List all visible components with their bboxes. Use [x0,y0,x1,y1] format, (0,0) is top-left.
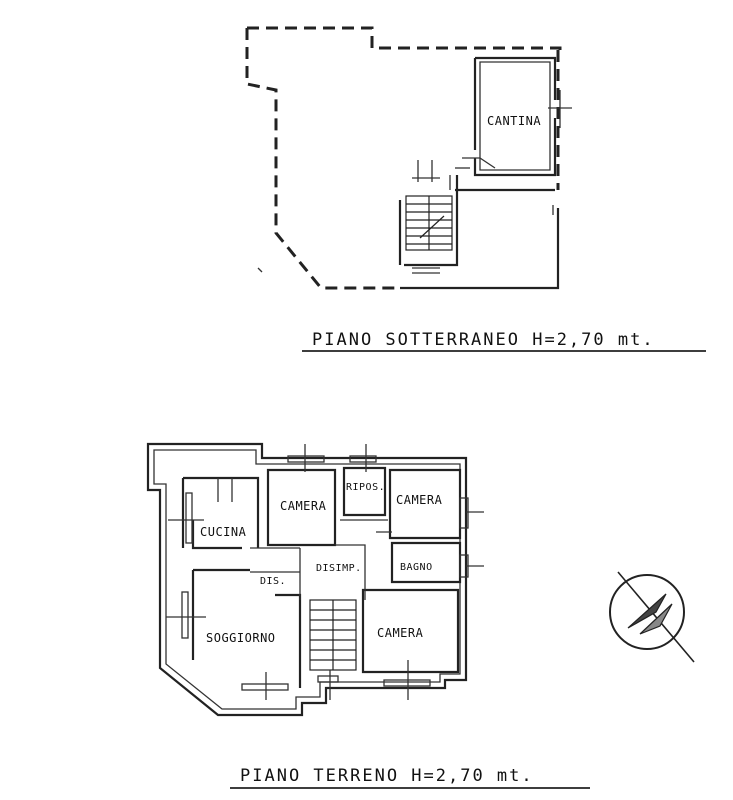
riposo-label: RIPOS. [346,482,385,493]
bagno-walls [390,541,462,584]
dis-label: DIS. [260,576,286,587]
bagno-label: BAGNO [400,562,433,573]
camera-bottom-walls [361,588,460,674]
soggiorno-walls [191,568,302,688]
cucina-walls [181,476,260,550]
cucina-label: CUCINA [200,525,247,539]
camera-right-walls [388,468,462,540]
cantina-label: CANTINA [487,114,541,128]
disimp-label: DISIMP. [316,563,362,574]
ground-outer-wall [146,442,468,717]
basement-dashed-left [245,28,400,290]
basement-plan: CANTINA PIANO SOTTERRANEO H=2,70 mt. [245,26,706,352]
basement-stair-block [398,160,560,290]
ground-title: PIANO TERRENO H=2,70 mt. [240,766,534,786]
cantina-room [462,56,572,177]
camera-bottom-label: CAMERA [377,626,424,640]
basement-title: PIANO SOTTERRANEO H=2,70 mt. [312,330,655,350]
ground-stair [309,599,357,671]
ground-windows [166,444,484,700]
camera-right-label: CAMERA [396,493,443,507]
basement-dashed-outline [247,26,562,55]
soggiorno-label: SOGGIORNO [206,631,276,645]
camera-left-label: CAMERA [280,499,327,513]
ground-floor-plan: CAMERA RIPOS. CAMERA CUCINA DISIMP. BAGN… [146,442,590,789]
north-arrow-icon [609,571,695,663]
riposo-walls [342,466,387,517]
